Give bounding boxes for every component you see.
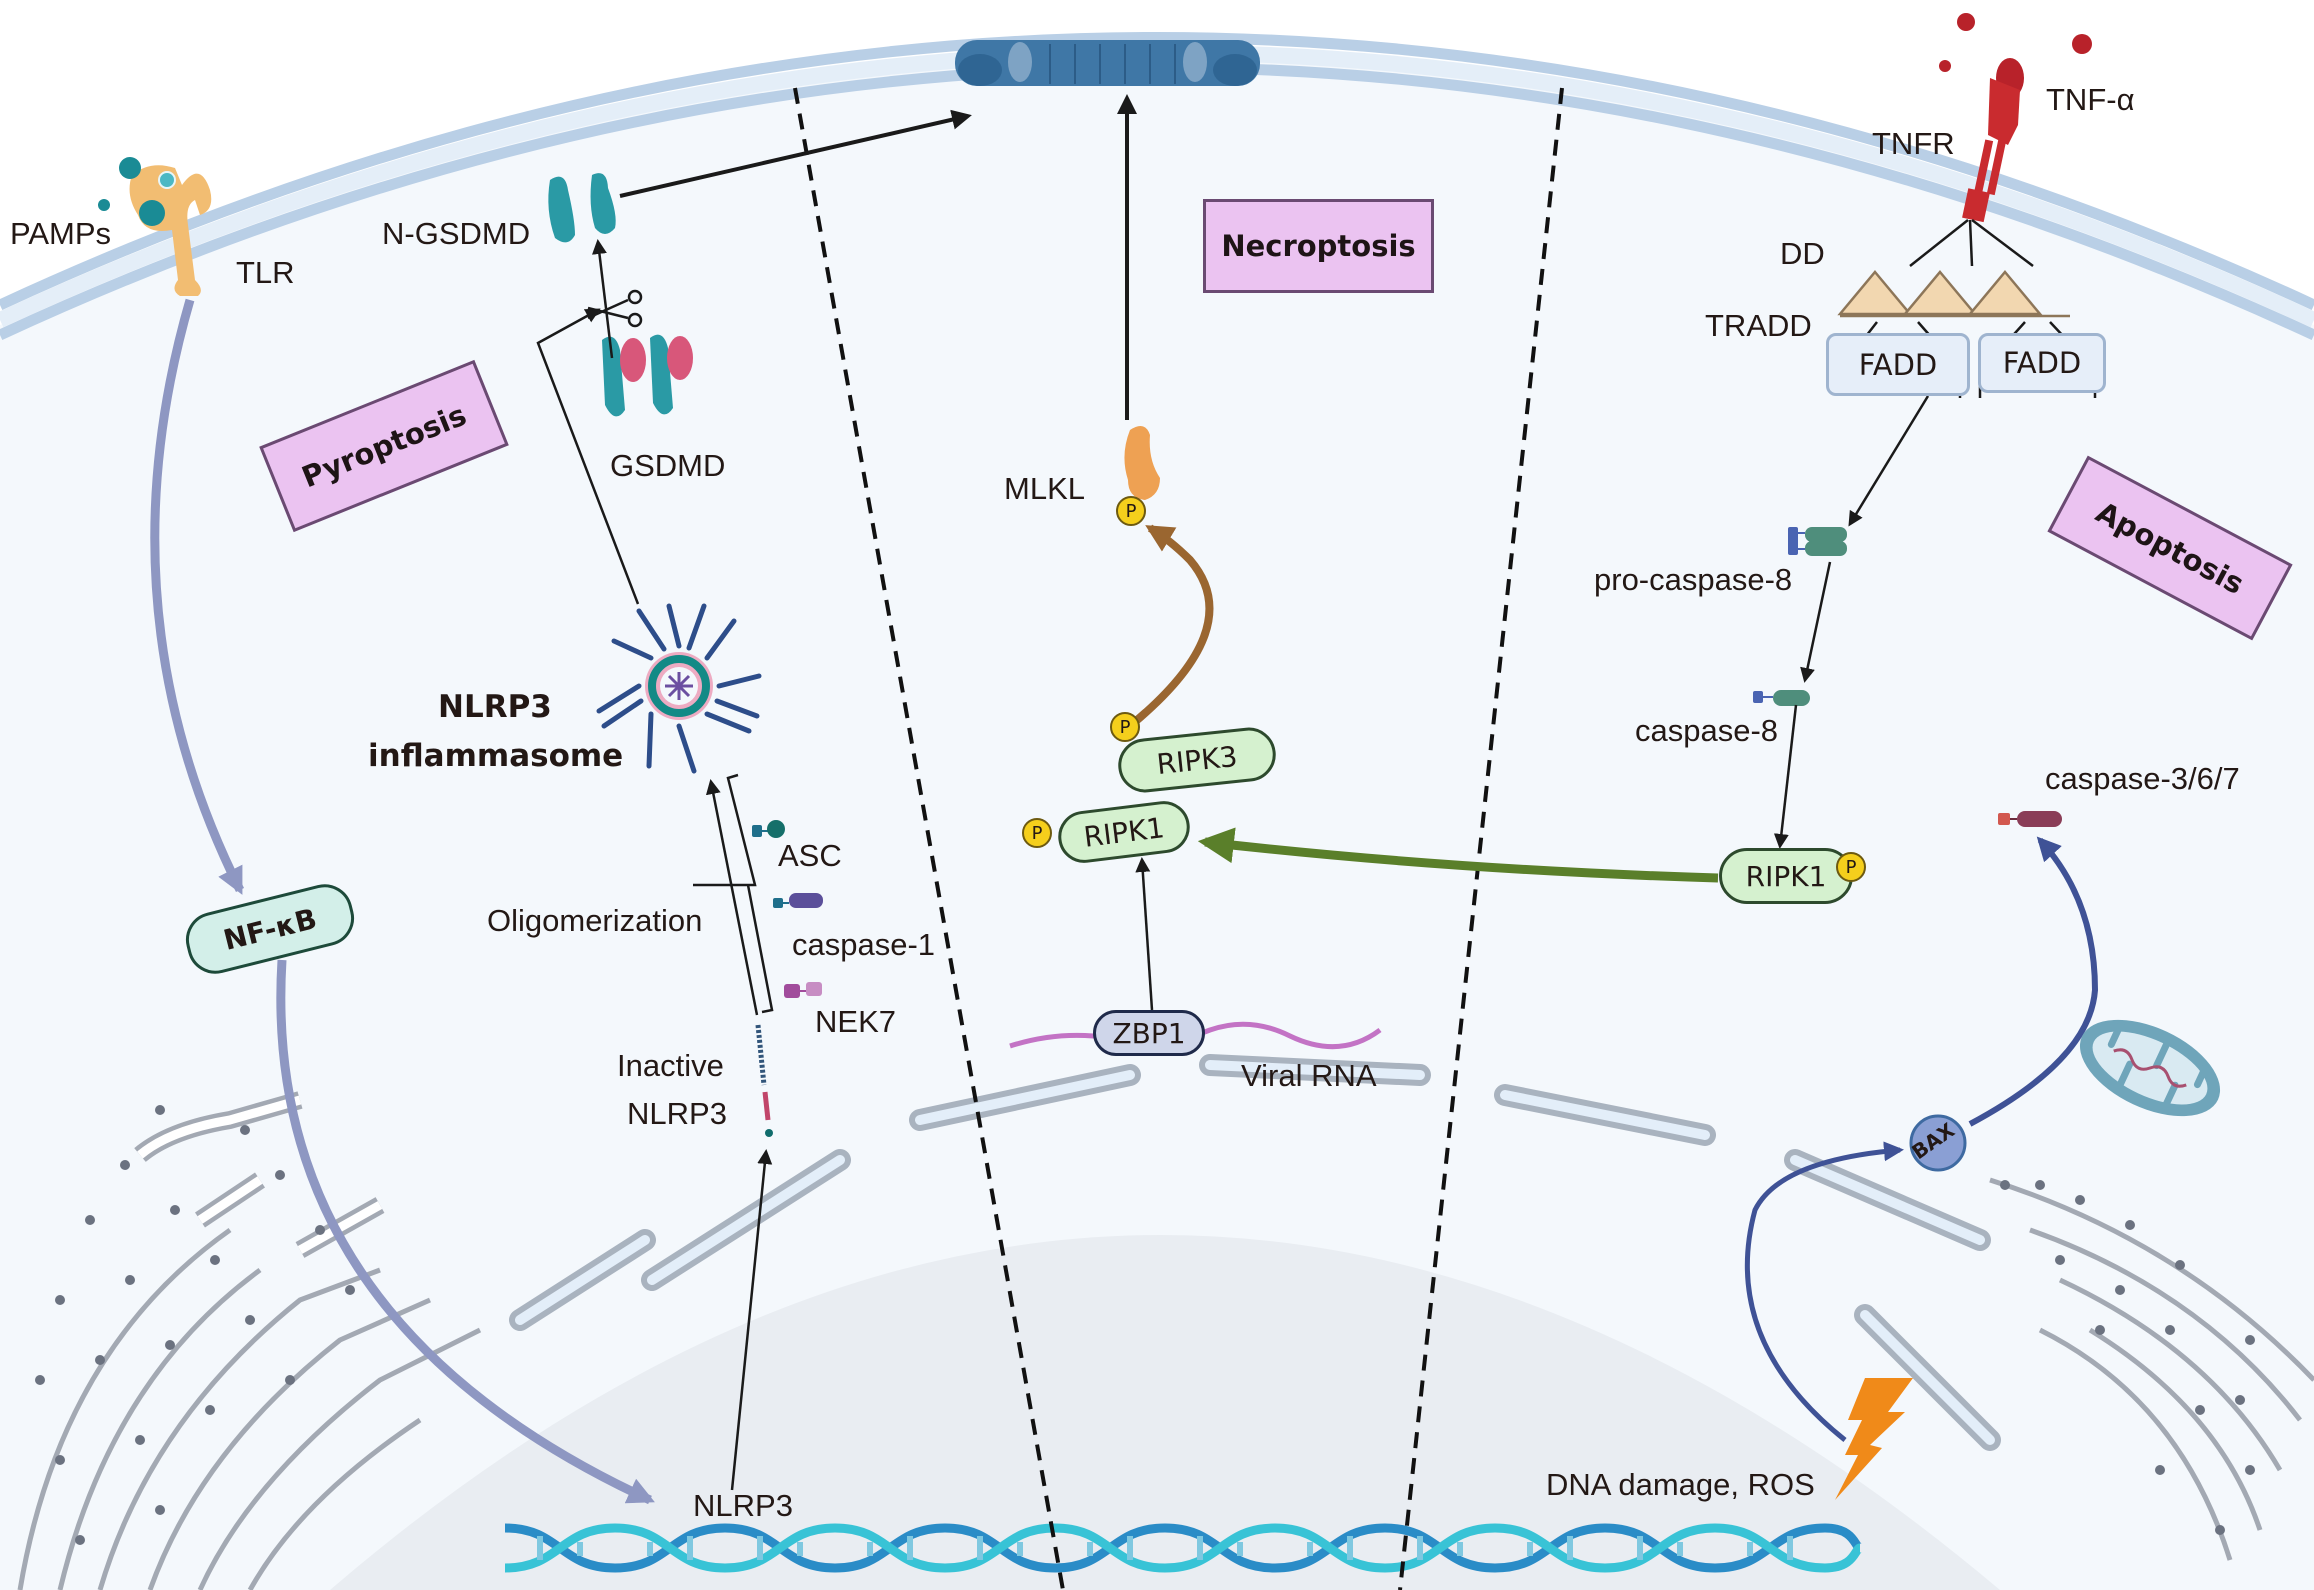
caspase-3-6-7-icon <box>1998 811 2062 827</box>
caspase-1-icon <box>773 893 823 908</box>
gsdmd-icon <box>602 334 693 417</box>
bax-icon <box>1909 1114 1967 1172</box>
tlr-receptor-icon <box>129 165 212 296</box>
nfkb-to-nlrp3-gene-arrow <box>276 959 655 1505</box>
n-gsdmd-label: N-GSDMD <box>382 216 531 251</box>
necroptosis-title-box: Necroptosis <box>1203 199 1434 293</box>
ripk1-necroptosis-label: RIPK1 <box>1081 810 1167 854</box>
viral-rna-icon <box>1009 1021 1382 1050</box>
er-ribosomes-left <box>35 1105 355 1545</box>
ripk3-to-mlkl-arrow <box>1122 524 1214 734</box>
ripk3-phospho-badge: P <box>1110 712 1140 742</box>
scissors-icon <box>587 289 643 328</box>
caspase-8-icon <box>1753 690 1810 706</box>
pro-caspase-8-icon <box>1788 527 1847 556</box>
death-domain-icon <box>1837 270 2070 318</box>
pamps-label: PAMPs <box>10 216 112 251</box>
fadd-box-1: FADD <box>1826 333 1970 396</box>
tlr-label: TLR <box>236 255 295 290</box>
viral-rna-label: Viral RNA <box>1241 1058 1377 1093</box>
lightning-icon <box>1835 1378 1913 1500</box>
inflammasome-label-line2: inflammasome <box>368 738 624 774</box>
zbp1-label: ZBP1 <box>1112 1016 1186 1050</box>
fadd-label-2: FADD <box>2002 346 2082 380</box>
tnf-alpha-icon <box>1939 13 2092 98</box>
extracellular-space <box>0 0 2314 300</box>
zbp1-pill: ZBP1 <box>1093 1010 1205 1056</box>
gsdmd-to-n-gsdmd-arrow <box>591 239 614 359</box>
inflammasome-label-line1: NLRP3 <box>438 689 552 725</box>
inactive-nlrp3-label-line2: NLRP3 <box>627 1096 727 1131</box>
tnf-alpha-label: TNF-α <box>2046 82 2135 117</box>
caspase-1-label: caspase-1 <box>792 927 936 962</box>
dna-damage-ros-label: DNA damage, ROS <box>1546 1467 1815 1502</box>
nlrp3-inflammasome-icon <box>596 603 762 774</box>
dna-damage-to-bax-arrow <box>1744 1141 1904 1442</box>
oligomerization-label: Oligomerization <box>487 903 703 938</box>
pro-caspase-8-label: pro-caspase-8 <box>1594 562 1793 597</box>
ripk1-apoptosis-pill: RIPK1 <box>1719 848 1853 904</box>
divider-pyroptosis-necroptosis <box>793 87 1065 1590</box>
fadd-box-2: FADD <box>1978 333 2106 393</box>
endoplasmic-reticulum-right <box>1989 1177 2314 1561</box>
nfkb-label: NF-κB <box>220 901 320 957</box>
pamps-icon <box>98 157 141 211</box>
nek7-icon <box>784 982 822 998</box>
nek7-label: NEK7 <box>815 1004 896 1039</box>
inactive-nlrp3-icon <box>755 1024 773 1137</box>
oligomerization-arrow <box>705 779 759 1016</box>
caspase-8-label: caspase-8 <box>1635 713 1779 748</box>
tlr-to-nfkb-arrow <box>150 298 245 895</box>
mlkl-icon <box>1124 426 1160 500</box>
asc-icon <box>752 820 785 838</box>
n-gsdmd-icon <box>548 173 616 243</box>
inactive-nlrp3-label-line1: Inactive <box>617 1048 724 1083</box>
procaspase8-to-caspase8-arrow <box>1800 561 1832 683</box>
caspase8-to-ripk1-arrow <box>1773 704 1798 849</box>
oligomerization-bracket <box>693 773 774 1014</box>
tradd-label: TRADD <box>1705 308 1812 343</box>
divider-necroptosis-apoptosis <box>1398 87 1564 1590</box>
mitochondrion-icon <box>2079 1019 2221 1117</box>
tnfr-label: TNFR <box>1872 126 1955 161</box>
zbp1-to-ripk1-arrow <box>1135 857 1154 1011</box>
ripk1-apoptosis-phospho-badge: P <box>1836 852 1866 882</box>
bax-to-caspase-arrow <box>1968 836 2099 1127</box>
fadd-to-procaspase8-arrow <box>1848 395 1930 527</box>
ripk1-crosstalk-arrow <box>1197 827 1719 883</box>
tnfr-dd-connectors <box>1909 219 2034 267</box>
n-gsdmd-to-pore-arrow <box>619 109 972 198</box>
mlkl-label: MLKL <box>1004 471 1085 506</box>
fadd-label-1: FADD <box>1858 347 1938 382</box>
inflammasome-to-cleavage-arrow <box>536 308 640 605</box>
caspase-3-6-7-label: caspase-3/6/7 <box>2045 761 2240 796</box>
ripk1-apoptosis-label: RIPK1 <box>1745 859 1827 893</box>
er-ribosomes-right <box>2000 1180 2255 1535</box>
asc-label: ASC <box>778 838 842 873</box>
dna-helix <box>504 1523 1863 1573</box>
ripk3-label: RIPK3 <box>1155 739 1239 781</box>
ripk1-necroptosis-phospho-badge: P <box>1022 818 1052 848</box>
gsdmd-pore <box>955 40 1260 86</box>
nlrp3-gene-to-inactive-arrow <box>730 1149 773 1491</box>
tnfr-receptor-icon <box>1962 78 2020 223</box>
nlrp3-gene-label: NLRP3 <box>693 1488 793 1523</box>
dd-label: DD <box>1780 236 1825 271</box>
gsdmd-label: GSDMD <box>610 448 726 483</box>
mlkl-phospho-badge: P <box>1116 496 1146 526</box>
